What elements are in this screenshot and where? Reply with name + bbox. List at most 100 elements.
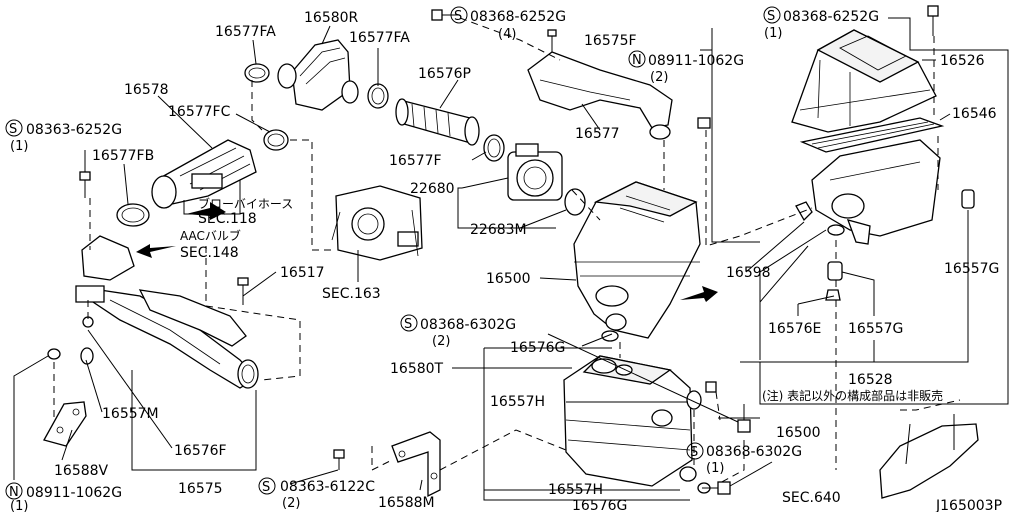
label-16526: 16526 <box>940 53 985 69</box>
bolt-08363-6122c <box>333 449 345 470</box>
circled-s-glyph: S <box>690 445 698 460</box>
label-16588v: 16588V <box>54 463 109 479</box>
resonator-16580t <box>563 355 693 487</box>
leader-lines <box>13 17 1009 501</box>
clamp-16577fc <box>263 129 289 151</box>
arrows <box>136 180 718 302</box>
circled-s-icon <box>450 6 468 24</box>
air-cleaner-16500 <box>573 181 701 339</box>
circled-n-glyph: N <box>9 485 19 500</box>
label-16576p: 16576P <box>418 66 471 82</box>
label-note: (注) 表記以外の構成部品は非販売 <box>762 388 943 403</box>
label-bolt-left-qty: (1) <box>10 139 28 154</box>
circled-s-icon <box>763 6 781 24</box>
clamp-16577f <box>483 134 505 162</box>
label-bolt-top-right: 08368-6252G <box>783 9 879 25</box>
label-bolt-low-right-qty: (1) <box>706 461 724 476</box>
bolt-top-right <box>927 5 939 36</box>
air-duct-16577 <box>527 51 673 140</box>
grommet-16557h-bottom <box>679 466 697 482</box>
bolt-16517 <box>237 277 249 305</box>
label-16575: 16575 <box>178 481 223 497</box>
label-blowby-jp: ブローバイホース <box>198 196 293 211</box>
label-16557g-mid: 16557G <box>848 321 903 337</box>
duct-16576p <box>395 98 480 146</box>
label-16577fb: 16577FB <box>92 148 154 164</box>
circled-n-icon <box>628 50 646 68</box>
label-nut-top: 08911-1062G <box>648 53 744 69</box>
label-bolt-top-mid-qty: (4) <box>498 27 516 42</box>
label-16578: 16578 <box>124 82 169 98</box>
arrow-flow <box>680 286 718 302</box>
bracket-16588v <box>43 401 87 447</box>
label-aac-jp: AACバルブ <box>180 228 241 243</box>
circled-s-glyph: S <box>9 122 17 137</box>
label-16576g-bottom: 16576G <box>572 498 627 512</box>
circled-s-icon <box>686 442 704 460</box>
parts-drawing <box>43 5 979 499</box>
label-16546: 16546 <box>952 106 997 122</box>
label-aac-sec: SEC.148 <box>180 245 239 261</box>
bolt-top-mid <box>431 9 458 21</box>
dashed-lines <box>53 17 961 485</box>
label-blowby-sec: SEC.118 <box>198 211 257 227</box>
label-16577fa-right: 16577FA <box>349 30 410 46</box>
arrow-aac <box>136 244 176 258</box>
grommet-16557g-mid <box>827 261 843 281</box>
part-labels: 16577FA 16580R 16577FA 08368-6252G (4) 1… <box>10 9 1002 512</box>
clamp-16577fa-right <box>367 83 389 109</box>
label-sec640: SEC.640 <box>782 490 841 506</box>
label-bolt-left: 08363-6252G <box>26 122 122 138</box>
label-nut-bottom: 08911-1062G <box>26 485 122 501</box>
circled-s-glyph: S <box>404 317 412 332</box>
label-16557m: 16557M <box>102 406 159 422</box>
gasket-22683m <box>564 188 586 216</box>
nut-08911-1062g <box>47 348 61 360</box>
label-16580r: 16580R <box>304 10 359 26</box>
inlet-duct-16576f <box>75 235 259 389</box>
label-16557h-bottom: 16557H <box>548 482 603 498</box>
resonator-16580r <box>277 39 359 111</box>
label-16528: 16528 <box>848 372 893 388</box>
grommet-16557g-right <box>961 189 975 209</box>
label-16588m: 16588M <box>378 495 435 511</box>
bolt-16575f <box>547 29 557 52</box>
label-22680: 22680 <box>410 181 455 197</box>
label-nut-bottom-qty: (1) <box>10 499 28 512</box>
label-16557h-top: 16557H <box>490 394 545 410</box>
circled-s-glyph: S <box>767 9 775 24</box>
airflow-meter-22680 <box>507 143 563 201</box>
arrow-blowby <box>186 202 226 220</box>
label-16500: 16500 <box>486 271 531 287</box>
label-bolt-mid: 08368-6302G <box>420 317 516 333</box>
label-bolt-mid-qty: (2) <box>432 334 450 349</box>
label-bolt-low-mid: 08363-6122C <box>280 479 375 495</box>
label-bolt-top-mid: 08368-6252G <box>470 9 566 25</box>
sec640-panel <box>879 414 979 499</box>
bolt-low-right <box>702 481 731 495</box>
circled-s-icon <box>5 119 23 137</box>
circled-s-icon <box>400 314 418 332</box>
circled-symbols: S N S S S S N S <box>5 6 781 500</box>
circled-n-icon <box>5 482 23 500</box>
label-16575f: 16575F <box>584 33 637 49</box>
label-16557g-right: 16557G <box>944 261 999 277</box>
filter-16546 <box>799 117 945 153</box>
label-22683m: 22683M <box>470 222 527 238</box>
label-bolt-top-right-qty: (1) <box>764 26 782 41</box>
bushing-16576e <box>825 289 841 301</box>
label-16577f: 16577F <box>389 153 442 169</box>
label-16517: 16517 <box>280 265 325 281</box>
upper-case-16526 <box>791 29 937 133</box>
label-bolt-low-right: 08368-6302G <box>706 444 802 460</box>
clamp-16577fb <box>116 203 150 227</box>
bolt-08363-6252g <box>79 171 91 198</box>
label-16576g-top: 16576G <box>510 340 565 356</box>
clamp-16577fa-left <box>244 63 270 83</box>
label-16500-right: 16500 <box>776 425 821 441</box>
grommet-16557m <box>80 316 94 365</box>
label-16577fc: 16577FC <box>168 104 231 120</box>
circled-s-glyph: S <box>454 9 462 24</box>
label-16598: 16598 <box>726 265 771 281</box>
